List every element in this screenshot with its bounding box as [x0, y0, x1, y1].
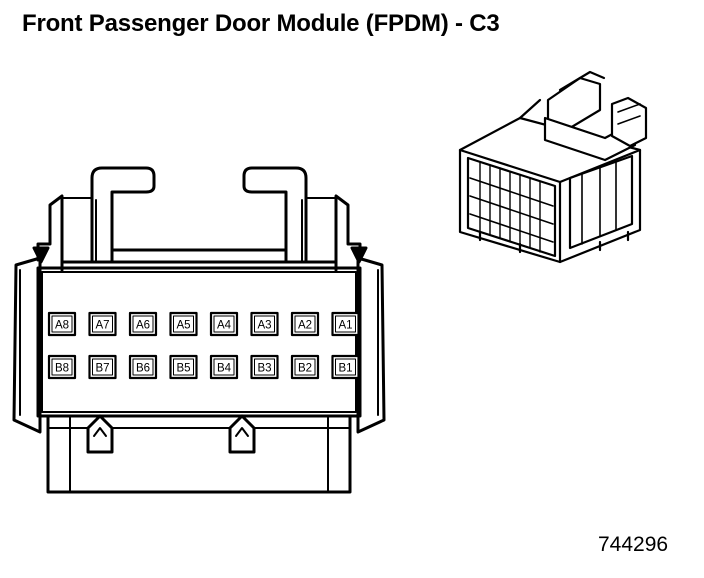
iso-latch-arm	[518, 98, 542, 120]
iso-front-face	[466, 156, 557, 258]
pin-cavity-inner	[294, 315, 316, 333]
pin-row-b: B8 B7 B6 B5 B4 B3 B2 B1	[47, 354, 360, 380]
right-latch-hook	[242, 166, 308, 264]
diagram-title: Front Passenger Door Module (FPDM) - C3	[22, 10, 500, 37]
pin-cavity-b6: B6	[128, 354, 158, 380]
lower-skirt-dividers	[69, 415, 329, 493]
pin-label: B6	[136, 363, 150, 375]
pin-cavity-box	[250, 311, 279, 337]
connector-face-inner	[41, 271, 357, 413]
pin-cavity-inner	[254, 315, 275, 333]
pin-cavity-b5: B5	[169, 354, 198, 380]
pin-cavity-inner	[51, 358, 73, 376]
pin-cavity-inner	[132, 358, 154, 376]
pin-cavity-box	[88, 354, 117, 380]
pin-cavity-a2: A2	[290, 311, 320, 337]
pin-cavity-a7: A7	[88, 311, 117, 337]
pin-cavity-box	[331, 354, 360, 380]
connector-isometric-view	[458, 70, 648, 264]
pin-cavity-b1: B1	[331, 354, 360, 380]
pin-label: A6	[136, 320, 150, 332]
pin-cavity-a6: A6	[128, 311, 158, 337]
pin-label: A3	[257, 320, 271, 332]
pin-cavity-box	[128, 311, 158, 337]
pin-cavity-a5: A5	[169, 311, 198, 337]
left-side-housing	[12, 256, 42, 434]
iso-latch-top	[558, 70, 606, 92]
pin-cavity-box	[331, 311, 360, 337]
pin-cavity-inner	[213, 358, 235, 376]
left-key-arrow	[86, 414, 114, 454]
iso-side-ribs	[581, 161, 617, 245]
pin-cavity-inner	[92, 315, 113, 333]
lower-skirt	[46, 414, 352, 494]
pin-cavity-box	[209, 311, 239, 337]
pin-label: A8	[55, 320, 69, 332]
iso-lock-tab	[610, 96, 648, 148]
iso-feet	[478, 230, 630, 254]
pin-cavity-box	[128, 354, 158, 380]
pin-label: A4	[217, 320, 232, 332]
left-key-arrow-tip	[93, 427, 107, 437]
pin-cavity-inner	[132, 315, 154, 333]
pin-label: B3	[257, 363, 271, 375]
iso-side-face	[568, 154, 634, 250]
iso-cavity-columns	[479, 161, 541, 253]
pin-cavity-box	[290, 311, 320, 337]
pin-label: B2	[298, 363, 312, 375]
pin-cavity-inner	[335, 358, 356, 376]
iso-lock-tab-lines	[617, 103, 641, 125]
pin-label: A2	[298, 320, 312, 332]
pin-cavity-inner	[92, 358, 113, 376]
figure-number: 744296	[598, 533, 669, 556]
pin-cavity-b4: B4	[209, 354, 239, 380]
pin-cavity-box	[250, 354, 279, 380]
pin-cavity-a8: A8	[47, 311, 77, 337]
pin-cavity-inner	[254, 358, 275, 376]
connector-face	[36, 266, 362, 418]
left-latch-hook	[90, 166, 156, 264]
pin-cavity-a3: A3	[250, 311, 279, 337]
pin-cavity-inner	[213, 315, 235, 333]
pin-label: B4	[217, 363, 232, 375]
pin-cavity-box	[47, 311, 77, 337]
pin-label: A1	[338, 320, 352, 332]
pin-label: A7	[95, 320, 109, 332]
connector-face-view: A8 A7 A6 A5 A4 A3 A2 A1 B8 B7 B6 B5 B4 B3 B2 B1	[12, 166, 386, 494]
pin-cavity-inner	[51, 315, 73, 333]
pin-label: B5	[176, 363, 190, 375]
pin-label: B8	[55, 363, 69, 375]
pin-cavity-b8: B8	[47, 354, 77, 380]
right-key-arrow-tip	[235, 427, 249, 437]
pin-cavity-b7: B7	[88, 354, 117, 380]
right-side-housing	[356, 256, 386, 434]
pin-label: B1	[338, 363, 352, 375]
pin-cavity-box	[169, 311, 198, 337]
pin-cavity-inner	[335, 315, 356, 333]
pin-label: A5	[176, 320, 190, 332]
pin-cavity-box	[47, 354, 77, 380]
right-corner-mark	[350, 246, 368, 264]
pin-cavity-b3: B3	[250, 354, 279, 380]
pin-cavity-box	[169, 354, 198, 380]
left-corner-mark	[32, 246, 50, 264]
right-key-arrow	[228, 414, 256, 454]
pin-cavity-box	[209, 354, 239, 380]
pin-cavity-box	[88, 311, 117, 337]
pin-cavity-box	[290, 354, 320, 380]
pin-label: B7	[95, 363, 109, 375]
pin-cavity-inner	[173, 358, 194, 376]
pin-cavity-a4: A4	[209, 311, 239, 337]
iso-cavity-rows	[469, 177, 554, 243]
pin-row-a: A8 A7 A6 A5 A4 A3 A2 A1	[47, 311, 360, 337]
pin-cavity-inner	[173, 315, 194, 333]
pin-cavity-b2: B2	[290, 354, 320, 380]
pin-cavity-inner	[294, 358, 316, 376]
iso-latch-front	[543, 116, 637, 162]
pin-cavity-a1: A1	[331, 311, 360, 337]
